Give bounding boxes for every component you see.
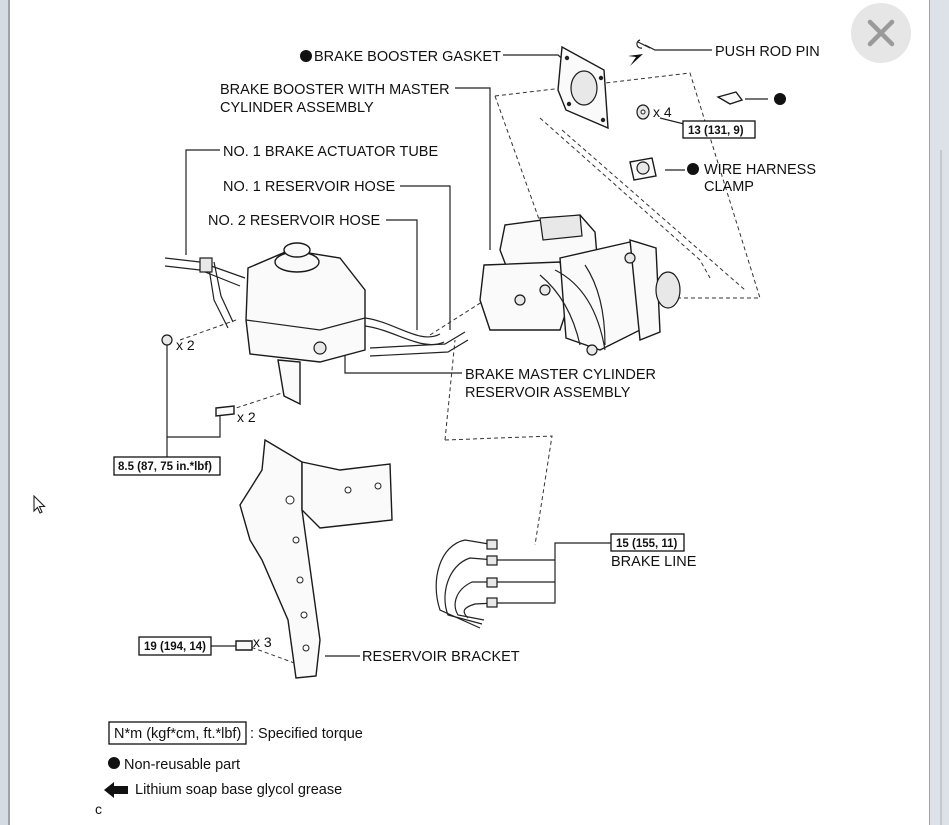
reservoir-nut-part (161, 334, 173, 346)
torque-reservoir-text: 8.5 (87, 75 in.*lbf) (118, 461, 212, 473)
bracket-bolt-part (235, 640, 253, 651)
label-reservoir-bracket: RESERVOIR BRACKET (362, 649, 520, 665)
non-reusable-dot-gasket (300, 50, 312, 62)
non-reusable-dot-pin (774, 93, 786, 105)
legend-grease-arrow-icon (104, 782, 128, 798)
qty-reservoir-nuts: x 2 (176, 337, 195, 353)
legend-torque-units: N*m (kgf*cm, ft.*lbf) (114, 726, 241, 742)
label-booster-assembly-1: BRAKE BOOSTER WITH MASTER (220, 82, 450, 98)
legend-grease: Lithium soap base glycol grease (135, 782, 342, 798)
actuator-tube-part (164, 257, 246, 329)
torque-box-brake-line: 15 (155, 11) (610, 533, 685, 552)
legend-non-reusable-dot (108, 757, 120, 769)
label-brake-booster-gasket: BRAKE BOOSTER GASKET (314, 49, 501, 65)
torque-box-bracket: 19 (194, 14) (138, 636, 212, 656)
reservoir-hoses-part (364, 317, 469, 357)
label-reservoir-assembly-1: BRAKE MASTER CYLINDER (465, 367, 656, 383)
footer-mark: c (95, 801, 102, 817)
label-reservoir-hose-1: NO. 1 RESERVOIR HOSE (223, 179, 395, 195)
label-booster-assembly-2: CYLINDER ASSEMBLY (220, 100, 374, 116)
legend-torque-box (108, 721, 247, 745)
label-brake-line: BRAKE LINE (611, 554, 697, 570)
qty-bracket-bolts: x 3 (253, 634, 272, 650)
label-wire-clamp-2: CLAMP (704, 179, 754, 195)
brake-lines-part (435, 539, 498, 629)
legend: N*m (kgf*cm, ft.*lbf) : Specified torque… (95, 721, 363, 817)
booster-nut-part (636, 104, 650, 120)
reservoir-bolt-part (215, 405, 235, 417)
qty-reservoir-bolts: x 2 (237, 409, 256, 425)
viewer-scrollbar[interactable] (930, 0, 949, 825)
qty-booster-nuts: x 4 (653, 104, 672, 120)
viewer-frame-left (0, 0, 8, 825)
booster-master-cylinder-part (479, 214, 681, 356)
reservoir-bracket-part (239, 438, 393, 679)
label-actuator-tube: NO. 1 BRAKE ACTUATOR TUBE (223, 144, 438, 160)
non-reusable-dot-clamp (687, 163, 699, 175)
label-wire-clamp-1: WIRE HARNESS (704, 162, 816, 178)
label-push-rod-pin: PUSH ROD PIN (715, 44, 820, 60)
torque-brake-line-text: 15 (155, 11) (616, 538, 678, 550)
label-reservoir-assembly-2: RESERVOIR ASSEMBLY (465, 385, 631, 401)
viewer-scrollbar-track (940, 150, 942, 825)
close-button[interactable] (851, 3, 911, 63)
torque-box-booster: 13 (131, 9) (682, 120, 756, 139)
leader-lines (166, 44, 768, 657)
close-icon (867, 19, 895, 47)
viewer-frame-left-border (8, 0, 10, 825)
legend-non-reusable: Non-reusable part (124, 757, 240, 773)
torque-booster-text: 13 (131, 9) (688, 125, 744, 137)
label-reservoir-hose-2: NO. 2 RESERVOIR HOSE (208, 213, 380, 229)
wire-harness-clamp-part (629, 157, 657, 181)
brake-booster-gasket-part (557, 45, 609, 130)
torque-box-reservoir: 8.5 (87, 75 in.*lbf) (113, 456, 221, 476)
torque-bracket-text: 19 (194, 14) (144, 641, 206, 653)
mouse-cursor-icon (33, 495, 46, 514)
push-rod-pin-part (628, 39, 744, 105)
legend-torque-desc: : Specified torque (250, 726, 363, 742)
reservoir-part (245, 242, 366, 406)
